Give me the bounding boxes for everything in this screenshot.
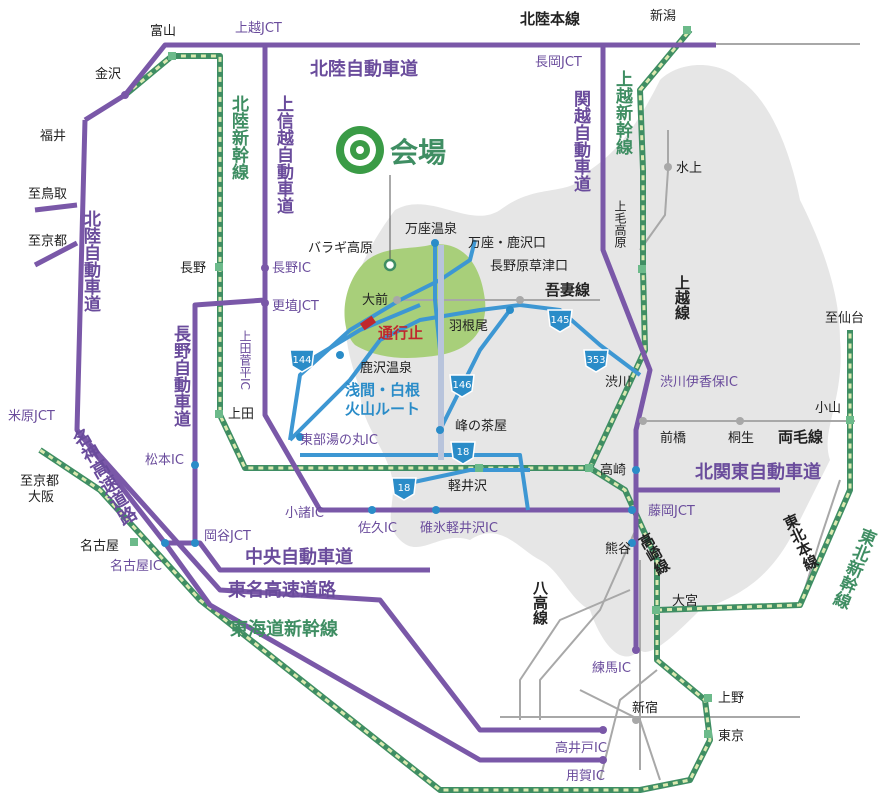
place-label: 上田 <box>228 407 254 422</box>
place-label: 高崎 <box>600 462 626 478</box>
place-label: 上越JCT <box>235 21 282 36</box>
place-label: 上田菅平IC <box>238 330 252 390</box>
rail-name: 八高線 <box>531 580 549 626</box>
expressway-name: 北関東自動車道 <box>695 461 821 483</box>
route-number: 146 <box>452 380 471 391</box>
place-label: 長野 <box>180 261 206 276</box>
place-label: 名古屋 <box>80 538 119 554</box>
place-label: 名古屋IC <box>110 558 162 574</box>
place-label: 渋川 <box>605 375 631 390</box>
place-label: 小山 <box>815 401 841 416</box>
rail-name: 北陸本線 <box>520 10 580 28</box>
place-label: 至仙台 <box>825 311 864 326</box>
shinkansen-name: 北陸新幹線 <box>228 95 249 181</box>
route-number: 353 <box>586 355 605 366</box>
route-number: 144 <box>292 355 311 366</box>
closure-marker <box>359 315 377 331</box>
place-label: 新宿 <box>632 700 658 716</box>
expressway-name: 関越自動車道 <box>570 90 592 192</box>
route-number: 145 <box>550 315 569 326</box>
place-label: 至京都 <box>20 474 59 489</box>
route-label-line1: 浅間・白根 <box>345 381 420 399</box>
route-shield: 145 <box>547 309 573 333</box>
route-label-line2: 火山ルート <box>345 400 420 418</box>
place-label: 上毛高原 <box>613 200 627 248</box>
expressway-name: 長野自動車道 <box>170 325 191 427</box>
place-label: 用賀IC <box>566 769 605 784</box>
place-label: 峰の茶屋 <box>455 418 507 434</box>
route-shield: 144 <box>289 349 315 373</box>
venue-logo-icon <box>336 126 384 174</box>
place-label: 水上 <box>676 161 702 176</box>
route-shield: 18 <box>450 441 476 465</box>
rail-name: 両毛線 <box>778 428 823 446</box>
place-label: 練馬IC <box>592 661 631 676</box>
route-number: 18 <box>398 483 411 494</box>
place-label: 大前 <box>362 292 388 308</box>
place-label: 渋川伊香保IC <box>660 375 738 390</box>
place-label: 鹿沢温泉 <box>360 360 412 376</box>
place-label: 長野原草津口 <box>490 259 568 274</box>
route-shield: 18 <box>391 477 417 501</box>
place-label: 金沢 <box>95 66 121 82</box>
place-label: 更埴JCT <box>272 299 319 314</box>
place-label: 長野IC <box>272 261 311 276</box>
rail-name: 吾妻線 <box>545 281 590 299</box>
place-label: 桐生 <box>728 431 754 446</box>
shinkansen-name: 東北新幹線 <box>827 524 879 612</box>
place-label: 熊谷 <box>605 541 631 557</box>
place-label: 碓氷軽井沢IC <box>420 521 498 536</box>
place-label: 上野 <box>718 691 744 706</box>
place-label: 至鳥取 <box>28 187 67 202</box>
route-shield: 353 <box>583 349 609 373</box>
place-label: 軽井沢 <box>448 479 487 494</box>
place-label: 至京都 <box>28 234 67 249</box>
place-label: 大宮 <box>672 593 698 609</box>
place-label: 長岡JCT <box>535 55 582 70</box>
expressway-name: 上信越自動車道 <box>273 95 295 214</box>
venue-marker-icon <box>383 258 397 272</box>
expressway-name: 中央自動車道 <box>245 546 353 568</box>
shinkansen-name: 東海道新幹線 <box>230 618 338 640</box>
place-label: 藤岡JCT <box>648 504 695 519</box>
place-label: 大阪 <box>28 490 54 505</box>
place-label: 福井 <box>40 129 66 144</box>
route-number: 18 <box>457 447 470 458</box>
stations <box>121 26 854 764</box>
expressway-lines <box>33 42 780 763</box>
rail-name: 上越線 <box>673 275 691 321</box>
place-label: 東部湯の丸IC <box>300 432 378 448</box>
place-label: 小諸IC <box>285 505 324 521</box>
route-shields: 144 145 353 146 18 18 <box>289 309 609 501</box>
expressway-name: 北陸自動車道 <box>80 210 101 312</box>
place-label: 羽根尾 <box>449 319 488 334</box>
place-label: バラギ高原 <box>308 240 373 256</box>
place-label: 松本IC <box>145 453 184 468</box>
place-label: 東京 <box>718 728 744 744</box>
expressway-name: 北陸自動車道 <box>310 58 418 80</box>
route-shield: 146 <box>449 374 475 398</box>
place-label: 万座・鹿沢口 <box>468 235 546 251</box>
venue-label: 会場 <box>390 136 446 169</box>
place-label: 高井戸IC <box>555 740 607 756</box>
place-label: 万座温泉 <box>405 221 457 237</box>
place-label: 岡谷JCT <box>204 529 251 544</box>
place-label: 前橋 <box>660 430 686 446</box>
place-labels: 富山 金沢 福井 至鳥取 至京都 米原JCT 至京都 大阪 名古屋 名古屋IC … <box>8 8 864 784</box>
place-label: 新潟 <box>650 8 676 24</box>
place-label: 富山 <box>150 23 176 39</box>
place-label: 米原JCT <box>8 409 55 424</box>
expressway-name: 東名高速道路 <box>228 579 337 601</box>
place-label: 佐久IC <box>358 521 397 536</box>
shinkansen-name: 上越新幹線 <box>612 70 634 156</box>
closure-label: 通行止 <box>378 324 423 342</box>
